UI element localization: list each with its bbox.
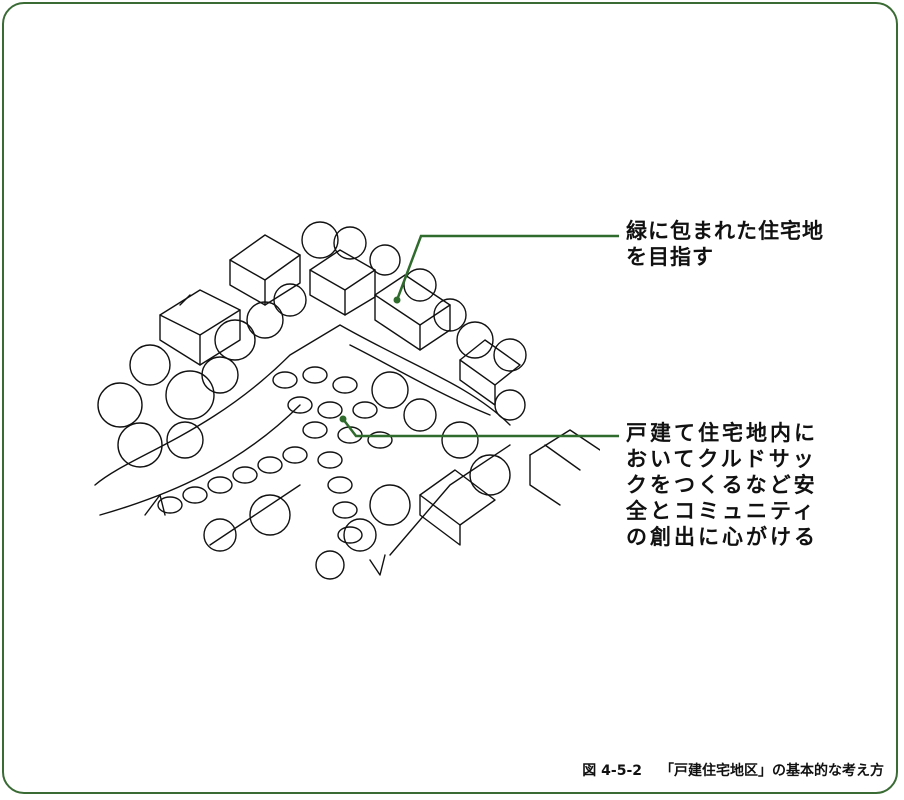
house-2: [229, 234, 301, 306]
figure-number: 図 4-5-2: [582, 763, 642, 779]
house-7: [529, 429, 600, 506]
parking-ovals: [157, 366, 393, 544]
house-6: [419, 469, 496, 546]
entry-arrow-2: [369, 554, 386, 576]
annotation-line: を目指す: [626, 245, 714, 269]
annotation-cul-de-sac: 戸建て住宅地内に おいてクルドサッ クをつくるなど安 全とコミュニティ の創出に…: [626, 420, 818, 550]
housing-sketch: [94, 221, 600, 580]
figure-title: 「戸建住宅地区」の基本的な考え方: [660, 763, 884, 779]
annotation-green-residential: 緑に包まれた住宅地 を目指す: [626, 218, 824, 270]
annotation-line: クをつくるなど安: [626, 473, 818, 497]
entry-arrow-1: [144, 494, 166, 516]
figure-caption: 図 4-5-2 「戸建住宅地区」の基本的な考え方: [582, 760, 884, 780]
annotation-line: 緑に包まれた住宅地: [626, 219, 824, 243]
annotation-line: 全とコミュニティ: [626, 499, 817, 523]
road-outline: [94, 324, 511, 486]
house-3: [309, 249, 376, 316]
annotation-line: の創出に心がける: [626, 525, 818, 549]
house-5: [459, 339, 521, 406]
house-4: [374, 274, 451, 351]
trees: [97, 221, 527, 580]
annotation-line: おいてクルドサッ: [626, 447, 817, 471]
house-1: [159, 289, 241, 366]
annotation-line: 戸建て住宅地内に: [626, 421, 818, 445]
